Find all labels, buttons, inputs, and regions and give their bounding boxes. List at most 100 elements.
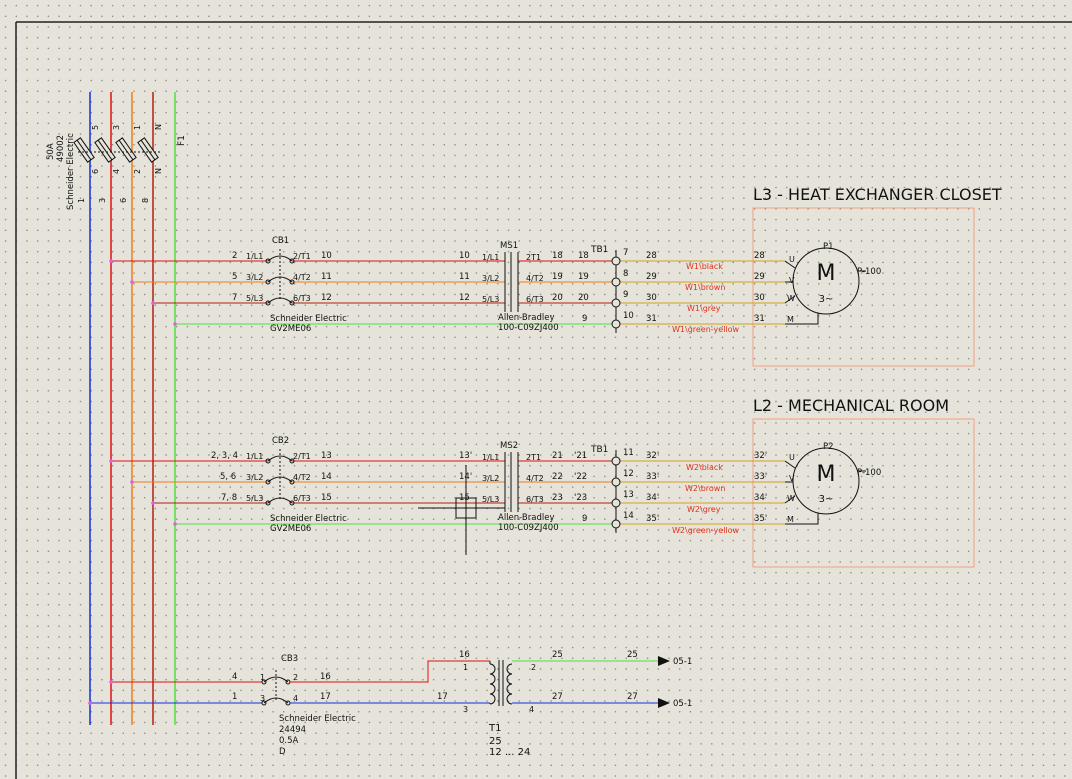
tb-terminal: 12 bbox=[623, 469, 634, 479]
motor-p2[interactable] bbox=[784, 447, 866, 525]
wire-number: 20 bbox=[578, 293, 589, 303]
wire-number: 19 bbox=[552, 272, 563, 282]
motor-tag: P1 bbox=[823, 242, 834, 252]
terminal-block-tb1[interactable] bbox=[611, 250, 621, 333]
fuse-block-f1[interactable] bbox=[73, 137, 160, 163]
wire-number: 7, 8 bbox=[221, 493, 237, 503]
terminal-label: 6/T3 bbox=[293, 294, 311, 303]
wire-number: 5 bbox=[232, 272, 237, 282]
wire-number: 28 bbox=[646, 251, 657, 261]
tb-terminal: 9 bbox=[623, 290, 628, 300]
cable-label: W1\black bbox=[686, 262, 723, 271]
motor-part: P-100 bbox=[857, 267, 881, 277]
cable-label: W1\grey bbox=[687, 304, 721, 313]
transformer-pin: 1 bbox=[463, 663, 468, 672]
cb-rating: 0.5A bbox=[279, 736, 299, 746]
circuit-1: M 3~ P1 P-100 U V W M CB1 Schneider Elec… bbox=[109, 236, 881, 334]
motor-pin: W bbox=[787, 494, 795, 503]
wire-number: 12 bbox=[321, 293, 332, 303]
wire-number: 27 bbox=[627, 692, 638, 702]
ms-tag: MS2 bbox=[500, 441, 518, 451]
wire-number: 15 bbox=[459, 493, 470, 503]
wire-number: 34' bbox=[646, 493, 659, 503]
wire[interactable] bbox=[290, 660, 490, 683]
ms-maker: Allen-Bradley bbox=[498, 513, 554, 523]
motor-pin: U bbox=[789, 453, 795, 462]
junction-dot bbox=[151, 301, 155, 305]
junction-dot bbox=[109, 259, 113, 263]
junction-dot bbox=[130, 280, 134, 284]
wire-number: 30 bbox=[646, 293, 657, 303]
junction-dot bbox=[109, 680, 113, 684]
motor-starter-ms2[interactable] bbox=[504, 452, 519, 512]
transformer-t1[interactable] bbox=[489, 660, 513, 706]
wire-number: 32' bbox=[646, 451, 659, 461]
area-box-l2 bbox=[752, 418, 975, 568]
terminal-block-tb1-b[interactable] bbox=[611, 450, 621, 533]
cb-part: 24494 bbox=[279, 725, 306, 735]
wire-number: 29 bbox=[646, 272, 657, 282]
page-reference[interactable]: 05-1 bbox=[673, 657, 692, 667]
circuit-breaker-cb1[interactable] bbox=[265, 249, 295, 306]
terminal-label: 3/L2 bbox=[246, 273, 263, 282]
arrow-icon[interactable] bbox=[658, 698, 670, 708]
ms-model: 100-C09ZJ400 bbox=[498, 323, 559, 333]
transformer-pin: 3 bbox=[463, 705, 468, 714]
fuse-wire-number: 3 bbox=[98, 198, 107, 203]
motor-starter-ms1[interactable] bbox=[504, 252, 519, 312]
wire-number: 4 bbox=[232, 672, 237, 682]
wire-number: 18 bbox=[552, 251, 563, 261]
wire-number: 11 bbox=[459, 272, 470, 282]
wire-number: 30 bbox=[754, 293, 765, 303]
circuit-breaker-cb2[interactable] bbox=[265, 449, 295, 506]
circuit-2: M 3~ P2 P-100 U V W M CB2 Schneider Elec… bbox=[109, 436, 881, 555]
wire-number: 7 bbox=[232, 293, 237, 303]
ms-maker: Allen-Bradley bbox=[498, 313, 554, 323]
motor-p1[interactable] bbox=[784, 247, 866, 325]
wire-number: 11 bbox=[321, 272, 332, 282]
fuse-maker: Schneider Electric bbox=[66, 133, 76, 210]
wire-number: 16 bbox=[459, 650, 470, 660]
ms-model: 100-C09ZJ400 bbox=[498, 523, 559, 533]
wire-number: 23 bbox=[552, 493, 563, 503]
terminal-label: 4/T2 bbox=[293, 473, 311, 482]
fuse-wire-number: 6 bbox=[119, 198, 128, 203]
transformer-sub: 25 bbox=[489, 736, 502, 747]
motor-pin: M bbox=[787, 515, 794, 524]
junction-dot bbox=[109, 459, 113, 463]
wire-number: 35' bbox=[754, 514, 767, 524]
wire-number: 33' bbox=[754, 472, 767, 482]
wire-number: 33' bbox=[646, 472, 659, 482]
wire-number: 22 bbox=[552, 472, 563, 482]
motor-pin: V bbox=[789, 474, 795, 483]
page-reference[interactable]: 05-1 bbox=[673, 699, 692, 709]
cable-label: W1\green-yellow bbox=[672, 325, 740, 334]
terminal-label: 1/L1 bbox=[482, 253, 499, 262]
terminal-label: 5/L3 bbox=[482, 495, 499, 504]
wire-number: 17 bbox=[320, 692, 331, 702]
wire-number: 25 bbox=[552, 650, 563, 660]
fuse-top-terminal: 5 bbox=[91, 125, 100, 130]
wire-number: 32' bbox=[754, 451, 767, 461]
wire-number: 10 bbox=[459, 251, 470, 261]
circuit-3 bbox=[88, 656, 670, 708]
cb-curve: D bbox=[279, 747, 286, 757]
fuse-top-terminal: 1 bbox=[133, 125, 142, 130]
motor-pin: W bbox=[787, 294, 795, 303]
tb-terminal: 14 bbox=[623, 511, 634, 521]
terminal-label: 1/L1 bbox=[482, 453, 499, 462]
area-title-l2: L2 - MECHANICAL ROOM bbox=[753, 396, 949, 415]
arrow-icon[interactable] bbox=[658, 656, 670, 666]
fuse-rating: 50A bbox=[46, 143, 56, 160]
motor-phase: 3~ bbox=[819, 494, 834, 505]
junction-dot bbox=[151, 501, 155, 505]
fuse-bottom-terminal: 4 bbox=[112, 169, 121, 174]
wire-number: '21 bbox=[574, 451, 587, 461]
wire-number: 21 bbox=[552, 451, 563, 461]
wire-number: 34' bbox=[754, 493, 767, 503]
fuse-bottom-terminal: 2 bbox=[133, 169, 142, 174]
terminal-label: 2T1 bbox=[526, 253, 541, 262]
fuse-wire-number: 8 bbox=[141, 198, 150, 203]
wire-number: 35' bbox=[646, 514, 659, 524]
